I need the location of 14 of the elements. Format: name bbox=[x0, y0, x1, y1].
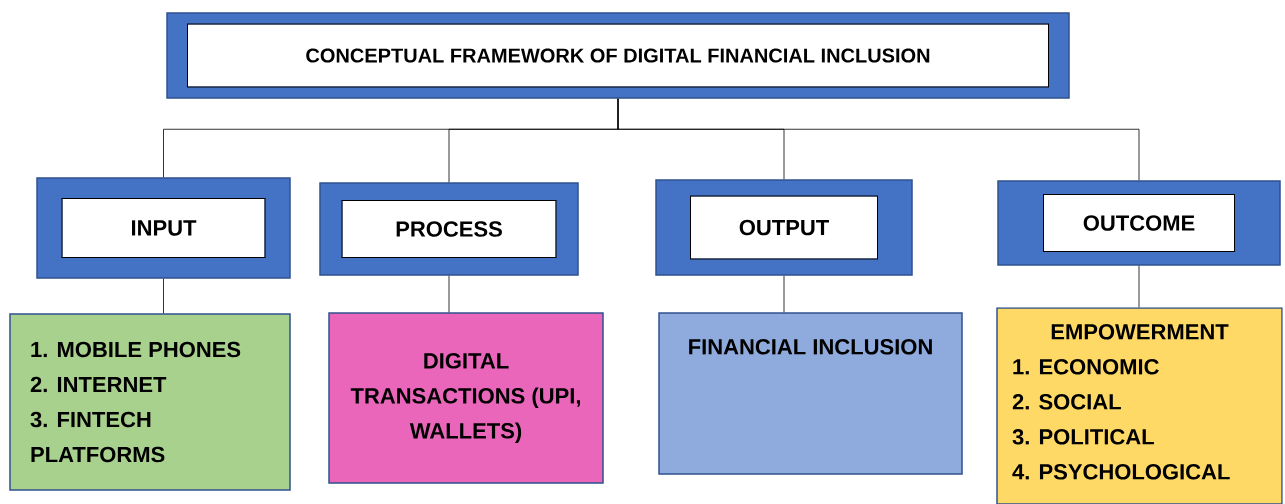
connector-line bbox=[1138, 265, 1140, 308]
title-box: CONCEPTUAL FRAMEWORK OF DIGITAL FINANCIAL INCLUSION bbox=[166, 12, 1070, 99]
stage-box: OUTCOME bbox=[997, 180, 1281, 266]
stage-box: OUTPUT bbox=[655, 179, 913, 276]
content-box: FINANCIAL INCLUSION bbox=[658, 312, 963, 475]
stage-box: INPUT bbox=[36, 177, 291, 279]
content-box: DIGITAL TRANSACTIONS (UPI, WALLETS) bbox=[328, 312, 604, 484]
content-box: EMPOWERMENT 1. ECONOMIC 2. SOCIAL 3. POLITICAL 4. PSYCHOLOGICAL bbox=[996, 307, 1283, 504]
connector-line bbox=[163, 278, 164, 314]
content-box: 1. MOBILE PHONES 2. INTERNET 3. FINTECH PLATFORMS bbox=[9, 313, 291, 491]
connector-line bbox=[783, 275, 785, 313]
connector-line bbox=[617, 98, 1140, 181]
stage-box: PROCESS bbox=[319, 182, 579, 276]
connector-line bbox=[448, 275, 450, 313]
